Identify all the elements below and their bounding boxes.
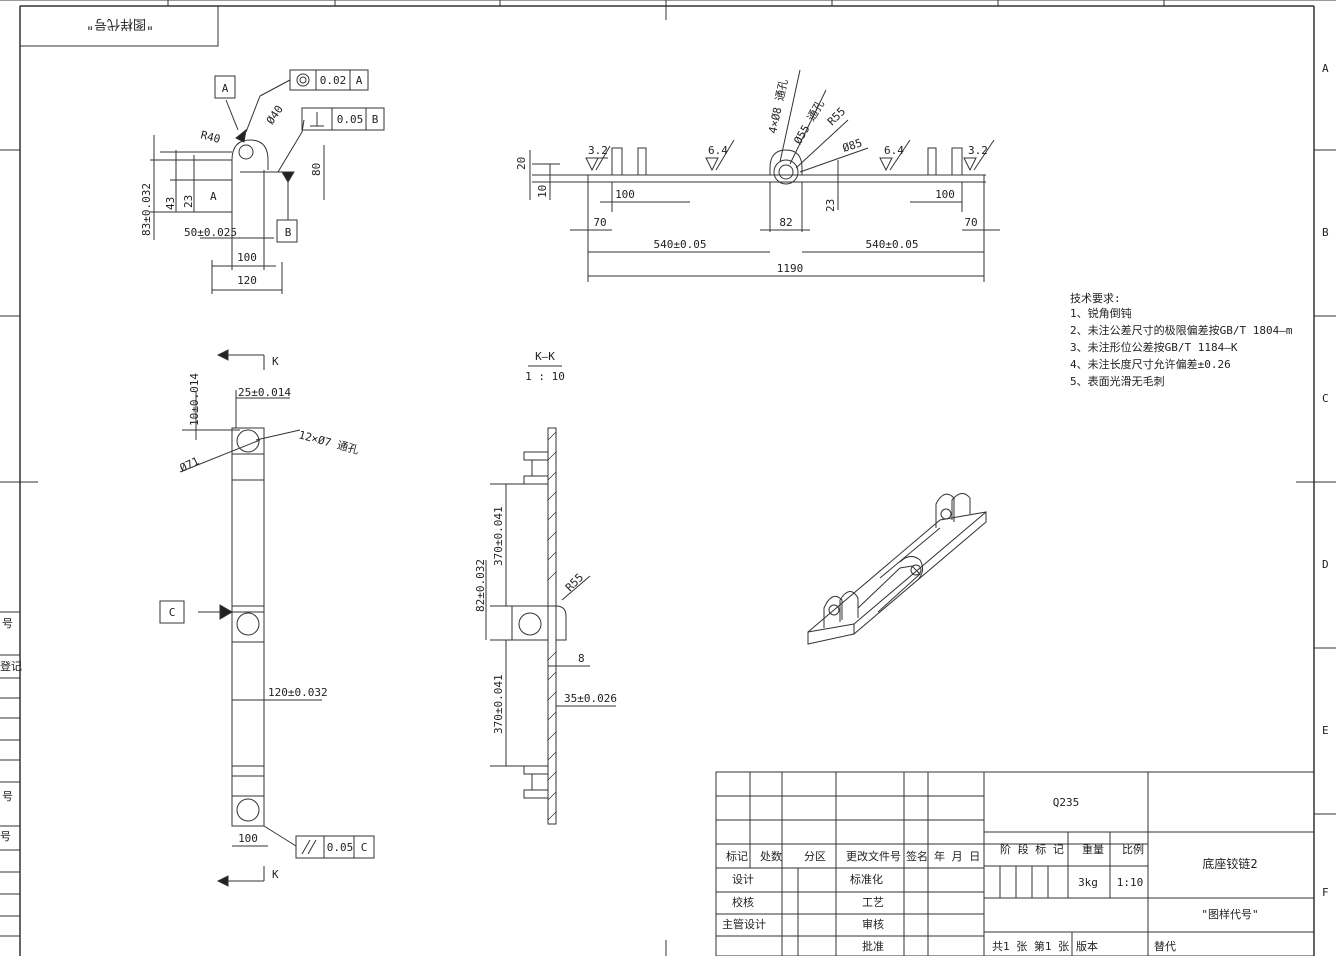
drawing-number: "图样代号" [1201, 907, 1258, 921]
label-check: 校核 [732, 895, 754, 909]
tech-req-item-1: 1、锐角倒钝 [1070, 306, 1132, 320]
perpendicularity-ref: B [372, 113, 379, 126]
dim-a: A [210, 190, 217, 203]
dim-70-left: 70 [593, 216, 606, 229]
dim-35-026: 35±0.026 [564, 692, 617, 705]
dim-23: 23 [182, 195, 195, 208]
dim-1190: 1190 [777, 262, 804, 275]
dim-10-014: 10±0.014 [188, 373, 201, 426]
label-review: 审核 [862, 917, 884, 931]
rough-32-right: 3.2 [968, 144, 988, 157]
dim-100-bottom: 100 [238, 832, 258, 845]
dim-43: 43 [164, 197, 177, 210]
margin-label-3: 号 [2, 790, 13, 803]
rough-64-right: 6.4 [884, 144, 904, 157]
isometric-view [807, 493, 987, 645]
rev-header-sign: 签名 [906, 849, 928, 863]
label-standard: 标准化 [850, 872, 883, 886]
label-stage: 阶 段 标 记 [1000, 842, 1064, 856]
dim-370-bottom: 370±0.041 [492, 674, 505, 734]
dim-120: 120 [237, 274, 257, 287]
material: Q235 [1053, 796, 1080, 809]
dim-370-top: 370±0.041 [492, 506, 505, 566]
dim-83: 83±0.032 [140, 183, 153, 236]
rev-header-mark: 标记 [726, 849, 748, 863]
view-bottom-left [159, 349, 375, 887]
dim-25-014: 25±0.014 [238, 386, 291, 399]
datum-c-label: C [169, 606, 176, 619]
scale-value: 1:10 [1117, 876, 1144, 889]
label-process: 工艺 [862, 896, 884, 909]
dim-70-right: 70 [964, 216, 977, 229]
section-title: K–K [535, 350, 555, 363]
section-view [485, 365, 616, 825]
datum-b-label: B [285, 226, 292, 239]
section-mark-k-top: K [272, 355, 279, 368]
dim-10: 10 [536, 185, 549, 198]
dim-100-right: 100 [935, 188, 955, 201]
title-block [715, 771, 1315, 956]
label-approve: 批准 [862, 939, 884, 953]
dim-80: 80 [310, 163, 323, 176]
parallelism-ref: C [361, 841, 368, 854]
zone-letter-e: E [1322, 724, 1329, 737]
tech-req-item-3: 3、未注形位公差按GB/T 1184—K [1070, 340, 1238, 354]
dim-50: 50±0.025 [184, 226, 237, 239]
rough-64-left: 6.4 [708, 144, 728, 157]
label-version: 版本 [1076, 939, 1098, 953]
concentricity-tol: 0.02 [320, 74, 347, 87]
zone-letter-a: A [1322, 62, 1329, 75]
dim-100: 100 [237, 251, 257, 264]
label-weight: 重量 [1082, 842, 1104, 856]
section-scale: 1 : 10 [525, 370, 565, 383]
tech-req-item-4: 4、未注长度尺寸允许偏差±0.26 [1070, 357, 1231, 371]
label-scale: 比例 [1122, 842, 1144, 856]
dim-540-right: 540±0.05 [866, 238, 919, 251]
rev-header-doc: 更改文件号 [846, 849, 901, 863]
technical-requirements: 技术要求: 1、锐角倒钝 2、未注公差尺寸的极限偏差按GB/T 1804—m 3… [1070, 292, 1293, 388]
sheet-count: 共1 张 第1 张 [992, 939, 1069, 953]
label-chief: 主管设计 [722, 917, 766, 931]
perpendicularity-tol: 0.05 [337, 113, 364, 126]
code-box-text: "图样代号" [86, 16, 154, 31]
label-replace: 替代 [1154, 939, 1176, 953]
rough-32-left: 3.2 [588, 144, 608, 157]
zone-letter-d: D [1322, 558, 1329, 571]
tech-req-item-2: 2、未注公差尺寸的极限偏差按GB/T 1804—m [1070, 323, 1293, 337]
code-box [19, 5, 219, 47]
section-mark-k-bottom: K [272, 868, 279, 881]
margin-label-1: 号 [2, 617, 13, 630]
view-top-left [150, 69, 385, 294]
datum-a-label: A [222, 82, 229, 95]
part-name: 底座铰链2 [1202, 856, 1257, 871]
rev-header-zone: 分区 [804, 850, 826, 863]
parallelism-tol: 0.05 [327, 841, 354, 854]
label-design: 设计 [732, 873, 754, 886]
tech-req-item-5: 5、表面光滑无毛刺 [1070, 374, 1165, 388]
dim-r40: R40 [199, 128, 222, 146]
dim-23-top: 23 [824, 199, 837, 212]
dim-100-left: 100 [615, 188, 635, 201]
dim-120-032: 120±0.032 [268, 686, 328, 699]
rev-header-count: 处数 [760, 850, 782, 863]
dim-8: 8 [578, 652, 585, 665]
zone-letter-b: B [1322, 226, 1329, 239]
dim-82: 82 [779, 216, 792, 229]
margin-label-4: 号 [0, 830, 11, 843]
dim-540-left: 540±0.05 [654, 238, 707, 251]
weight-value: 3kg [1078, 876, 1098, 889]
zone-letter-f: F [1322, 886, 1329, 899]
dim-20: 20 [515, 157, 528, 170]
concentricity-ref: A [356, 74, 363, 87]
dim-82-032: 82±0.032 [474, 559, 487, 612]
zone-letter-c: C [1322, 392, 1329, 405]
view-top-right [529, 69, 1000, 282]
rev-header-date: 年 月 日 [934, 849, 980, 863]
dim-d85: Ø85 [841, 136, 864, 155]
tech-req-title: 技术要求: [1070, 292, 1121, 305]
margin-label-2: 登记 [0, 659, 22, 673]
